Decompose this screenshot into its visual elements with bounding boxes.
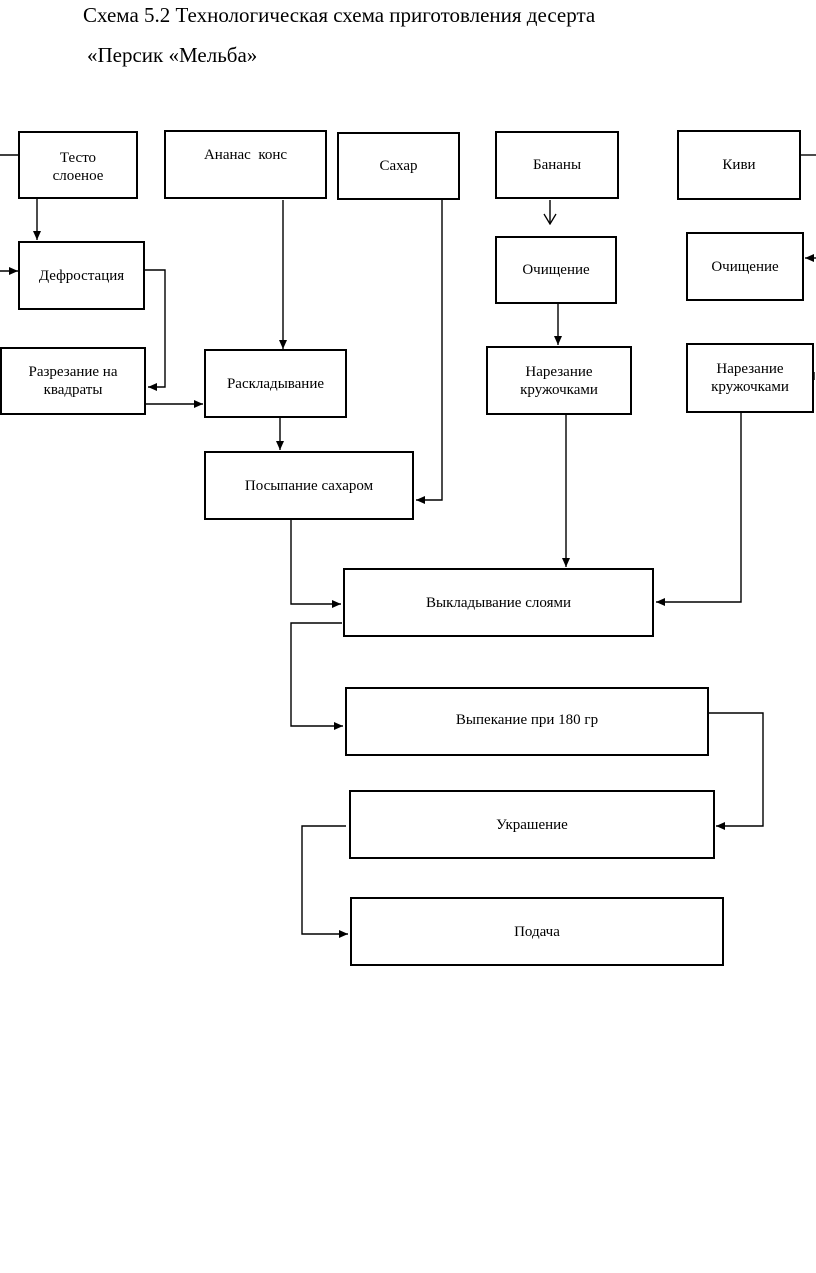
box-label: Разрезание на квадраты — [28, 364, 118, 398]
diagram-title-line-2: «Персик «Мельба» — [87, 43, 258, 67]
arrow-posypanie-to-vykladyvanie — [290, 520, 341, 608]
box-ukrashenie: Украшение — [349, 790, 715, 859]
box-label: Дефростация — [38, 267, 125, 284]
box-posypanie-saharom: Посыпание сахаром — [204, 451, 414, 520]
box-label: Очищение — [522, 262, 590, 278]
box-podacha: Подача — [350, 897, 724, 966]
arrow-sahar-to-posypanie — [416, 200, 443, 504]
box-label: Украшение — [496, 816, 568, 833]
box-label: Нарезание кружочками — [711, 361, 789, 395]
box-raskladyvanie: Раскладывание — [204, 349, 347, 418]
box-label: Посыпание сахаром — [244, 477, 374, 494]
box-ananas-kons: Ананас конс — [164, 130, 327, 199]
box-label: Сахар — [379, 158, 418, 174]
box-label: Бананы — [532, 157, 582, 173]
arrow-ukrashenie-to-podacha — [301, 825, 348, 938]
box-banany: Бананы — [495, 131, 619, 199]
box-ochishenie-banany: Очищение — [495, 236, 617, 304]
arrow-narezanie-kivi-to-vykladyvanie — [656, 413, 742, 606]
box-label: Подача — [514, 923, 560, 940]
box-kivi: Киви — [677, 130, 801, 200]
box-testo-sloenoe: Тесто слоеное — [18, 131, 138, 199]
box-vypekanie: Выпекание при 180 гр — [345, 687, 709, 756]
box-sahar: Сахар — [337, 132, 460, 200]
box-ochishenie-kivi: Очищение — [686, 232, 804, 301]
box-label: Очищение — [711, 258, 779, 275]
box-narezanie-banany: Нарезание кружочками — [486, 346, 632, 415]
box-razrezanie-na-kvadraty: Разрезание на квадраты — [0, 347, 146, 415]
arrow-vykladyvanie-to-vypekanie — [290, 622, 343, 730]
box-vykladyvanie-sloyami: Выкладывание слоями — [343, 568, 654, 637]
box-label: Выпекание при 180 гр — [455, 712, 599, 728]
diagram-title-line-1: Схема 5.2 Технологическая схема приготов… — [83, 3, 596, 27]
box-label: Выкладывание слоями — [425, 594, 571, 611]
box-label: Нарезание кружочками — [520, 363, 598, 398]
box-defrostacia: Дефростация — [18, 241, 145, 310]
box-narezanie-kivi: Нарезание кружочками — [686, 343, 814, 413]
arrow-vypekanie-to-ukrashenie — [709, 712, 764, 830]
box-label: Раскладывание — [226, 375, 325, 392]
box-label: Ананас конс — [203, 147, 288, 163]
arrow-defrost-to-razrezanie — [145, 269, 166, 391]
box-label: Киви — [722, 157, 756, 173]
box-label: Тесто слоеное — [52, 150, 104, 184]
